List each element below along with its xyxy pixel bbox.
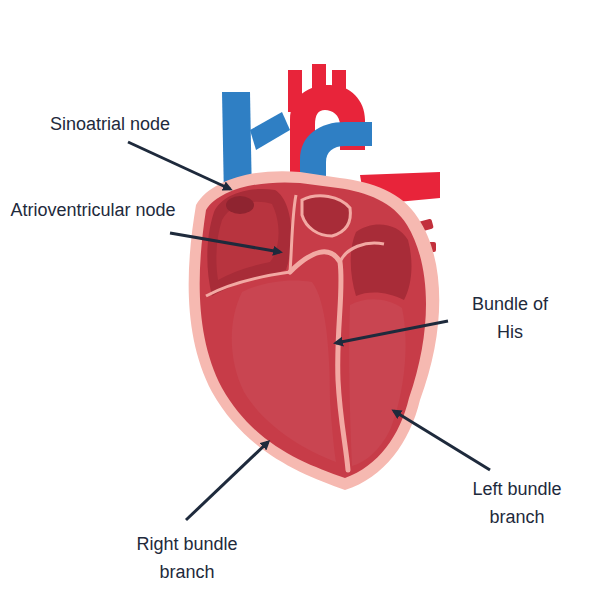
part-label: Atrioventricular node — [4, 196, 182, 224]
part-label: Left bundle branch — [451, 475, 583, 531]
leader-line — [128, 142, 230, 189]
part-label: Sinoatrial node — [5, 110, 215, 138]
leader-line — [170, 233, 280, 252]
leader-line — [186, 442, 268, 520]
leader-line — [336, 321, 448, 343]
part-label: Bundle of His — [460, 290, 560, 346]
part-label: Right bundle branch — [114, 530, 260, 586]
leader-line — [394, 411, 490, 470]
